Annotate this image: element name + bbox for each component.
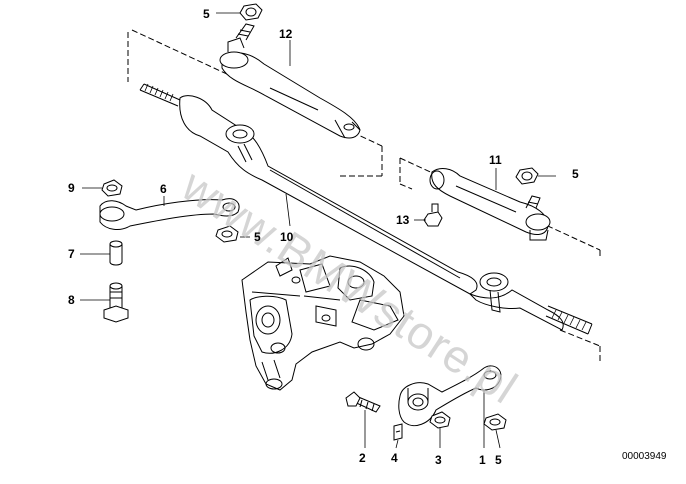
nut-5-right	[515, 167, 539, 185]
nut-5-middle	[215, 225, 239, 243]
nut-5-top	[239, 3, 263, 21]
pitman-arm-1	[398, 365, 502, 426]
callout-13: 13	[396, 213, 410, 227]
callout-12: 12	[279, 27, 293, 41]
idler-arm-6	[99, 198, 240, 230]
tie-rod-10	[139, 83, 478, 295]
tie-rod-end-11	[429, 168, 551, 241]
callout-5-right: 5	[572, 167, 579, 181]
callout-5-middle: 5	[254, 230, 261, 244]
tie-rod-joint-right	[469, 272, 593, 335]
document-number: 00003949	[622, 451, 667, 462]
callout-5-bottom: 5	[495, 453, 502, 467]
callout-7: 7	[68, 247, 75, 261]
assembly-frame-center-rod	[559, 329, 601, 362]
callout-10: 10	[280, 230, 294, 244]
steering-gear-box	[241, 255, 405, 391]
nut-3	[429, 411, 451, 429]
nut-5-bottom	[483, 413, 507, 431]
nut-9	[101, 179, 123, 197]
callout-9: 9	[68, 181, 75, 195]
tie-rod-end-12	[219, 23, 361, 139]
callout-6: 6	[160, 182, 167, 196]
callout-4: 4	[391, 451, 398, 465]
grease-nipple-13	[423, 203, 443, 227]
callout-8: 8	[68, 293, 75, 307]
callout-5-top: 5	[203, 7, 210, 21]
callout-1: 1	[479, 453, 486, 467]
clamp-bolt-2	[345, 391, 381, 413]
callout-2: 2	[359, 451, 366, 465]
leader-lines	[80, 12, 556, 449]
callout-3: 3	[435, 453, 442, 467]
bolt-8	[103, 282, 129, 323]
callout-11: 11	[489, 153, 502, 167]
lock-plate-4	[393, 423, 403, 441]
bushing-7	[109, 240, 123, 266]
